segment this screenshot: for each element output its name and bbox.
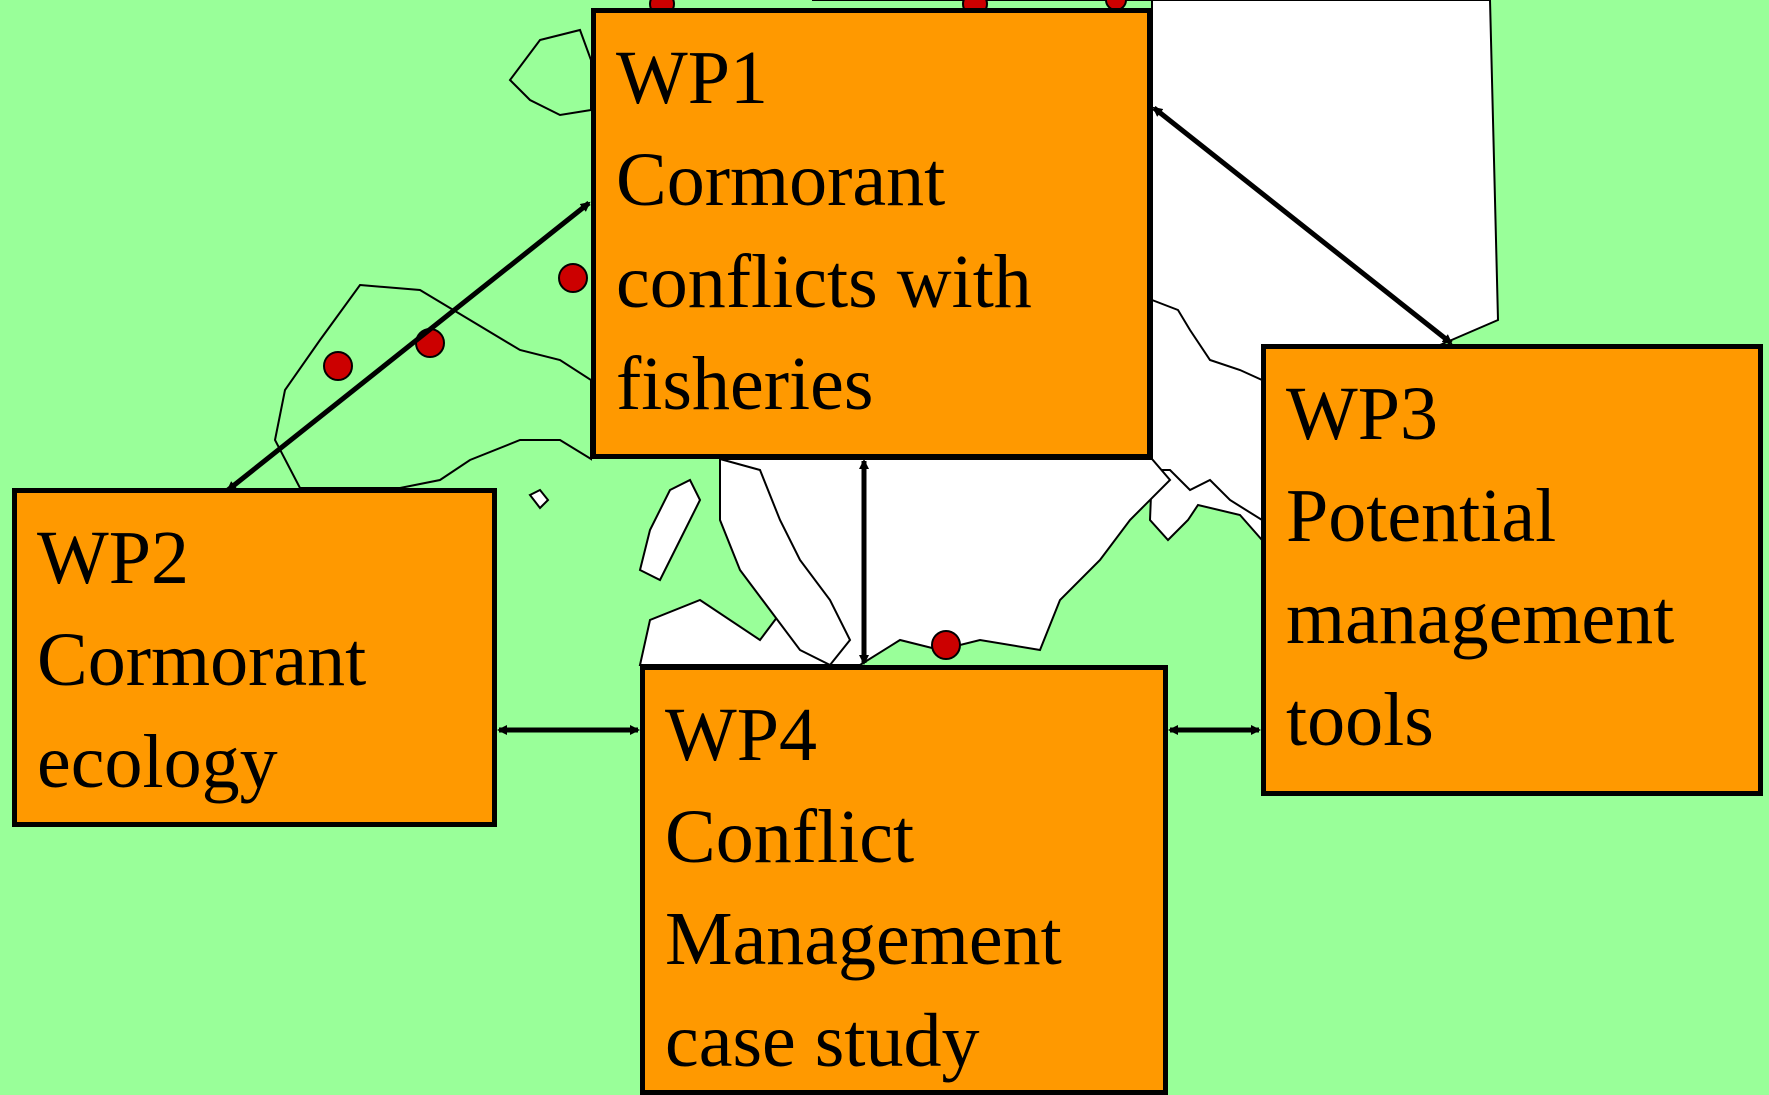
land-peninsula	[719, 457, 852, 667]
colony-dot	[323, 351, 353, 381]
wp3-box: WP3 Potential management tools	[1261, 344, 1763, 796]
link-wp1-wp2	[226, 201, 591, 492]
wp2-title-line: Cormorant	[37, 618, 367, 702]
wp2-box: WP2 Cormorant ecology	[12, 488, 497, 827]
wp1-text: WP1 Cormorant conflicts with fisheries	[616, 27, 1139, 435]
wp3-title-line: management	[1286, 576, 1675, 660]
wp4-title-line: Conflict	[665, 795, 915, 879]
wp4-box: WP4 Conflict Management case study	[640, 665, 1168, 1095]
wp3-title-line: Potential	[1286, 474, 1557, 558]
wp3-text: WP3 Potential management tools	[1286, 363, 1750, 771]
land-island-north	[508, 28, 592, 117]
wp1-title-line: fisheries	[616, 342, 874, 426]
wp1-title-line: conflicts with	[616, 240, 1032, 324]
wp4-id: WP4	[665, 693, 817, 777]
colony-dot	[415, 328, 445, 358]
land-dot-island	[528, 488, 550, 510]
colony-dot	[558, 263, 588, 293]
wp2-title-line: ecology	[37, 720, 278, 804]
colony-dot	[931, 630, 961, 660]
wp3-id: WP3	[1286, 372, 1438, 456]
wp2-text: WP2 Cormorant ecology	[37, 507, 484, 813]
wp1-box: WP1 Cormorant conflicts with fisheries	[591, 8, 1152, 459]
wp3-title-line: tools	[1286, 678, 1434, 762]
wp1-title-line: Cormorant	[616, 138, 946, 222]
land-small-island	[638, 478, 702, 582]
wp2-id: WP2	[37, 516, 189, 600]
wp4-text: WP4 Conflict Management case study	[665, 684, 1155, 1090]
wp4-title-line: case study	[665, 999, 980, 1083]
link-wp1-wp3	[1152, 106, 1453, 345]
wp1-id: WP1	[616, 36, 768, 120]
wp4-title-line: Management	[665, 897, 1062, 981]
land-coast-west	[273, 283, 592, 489]
